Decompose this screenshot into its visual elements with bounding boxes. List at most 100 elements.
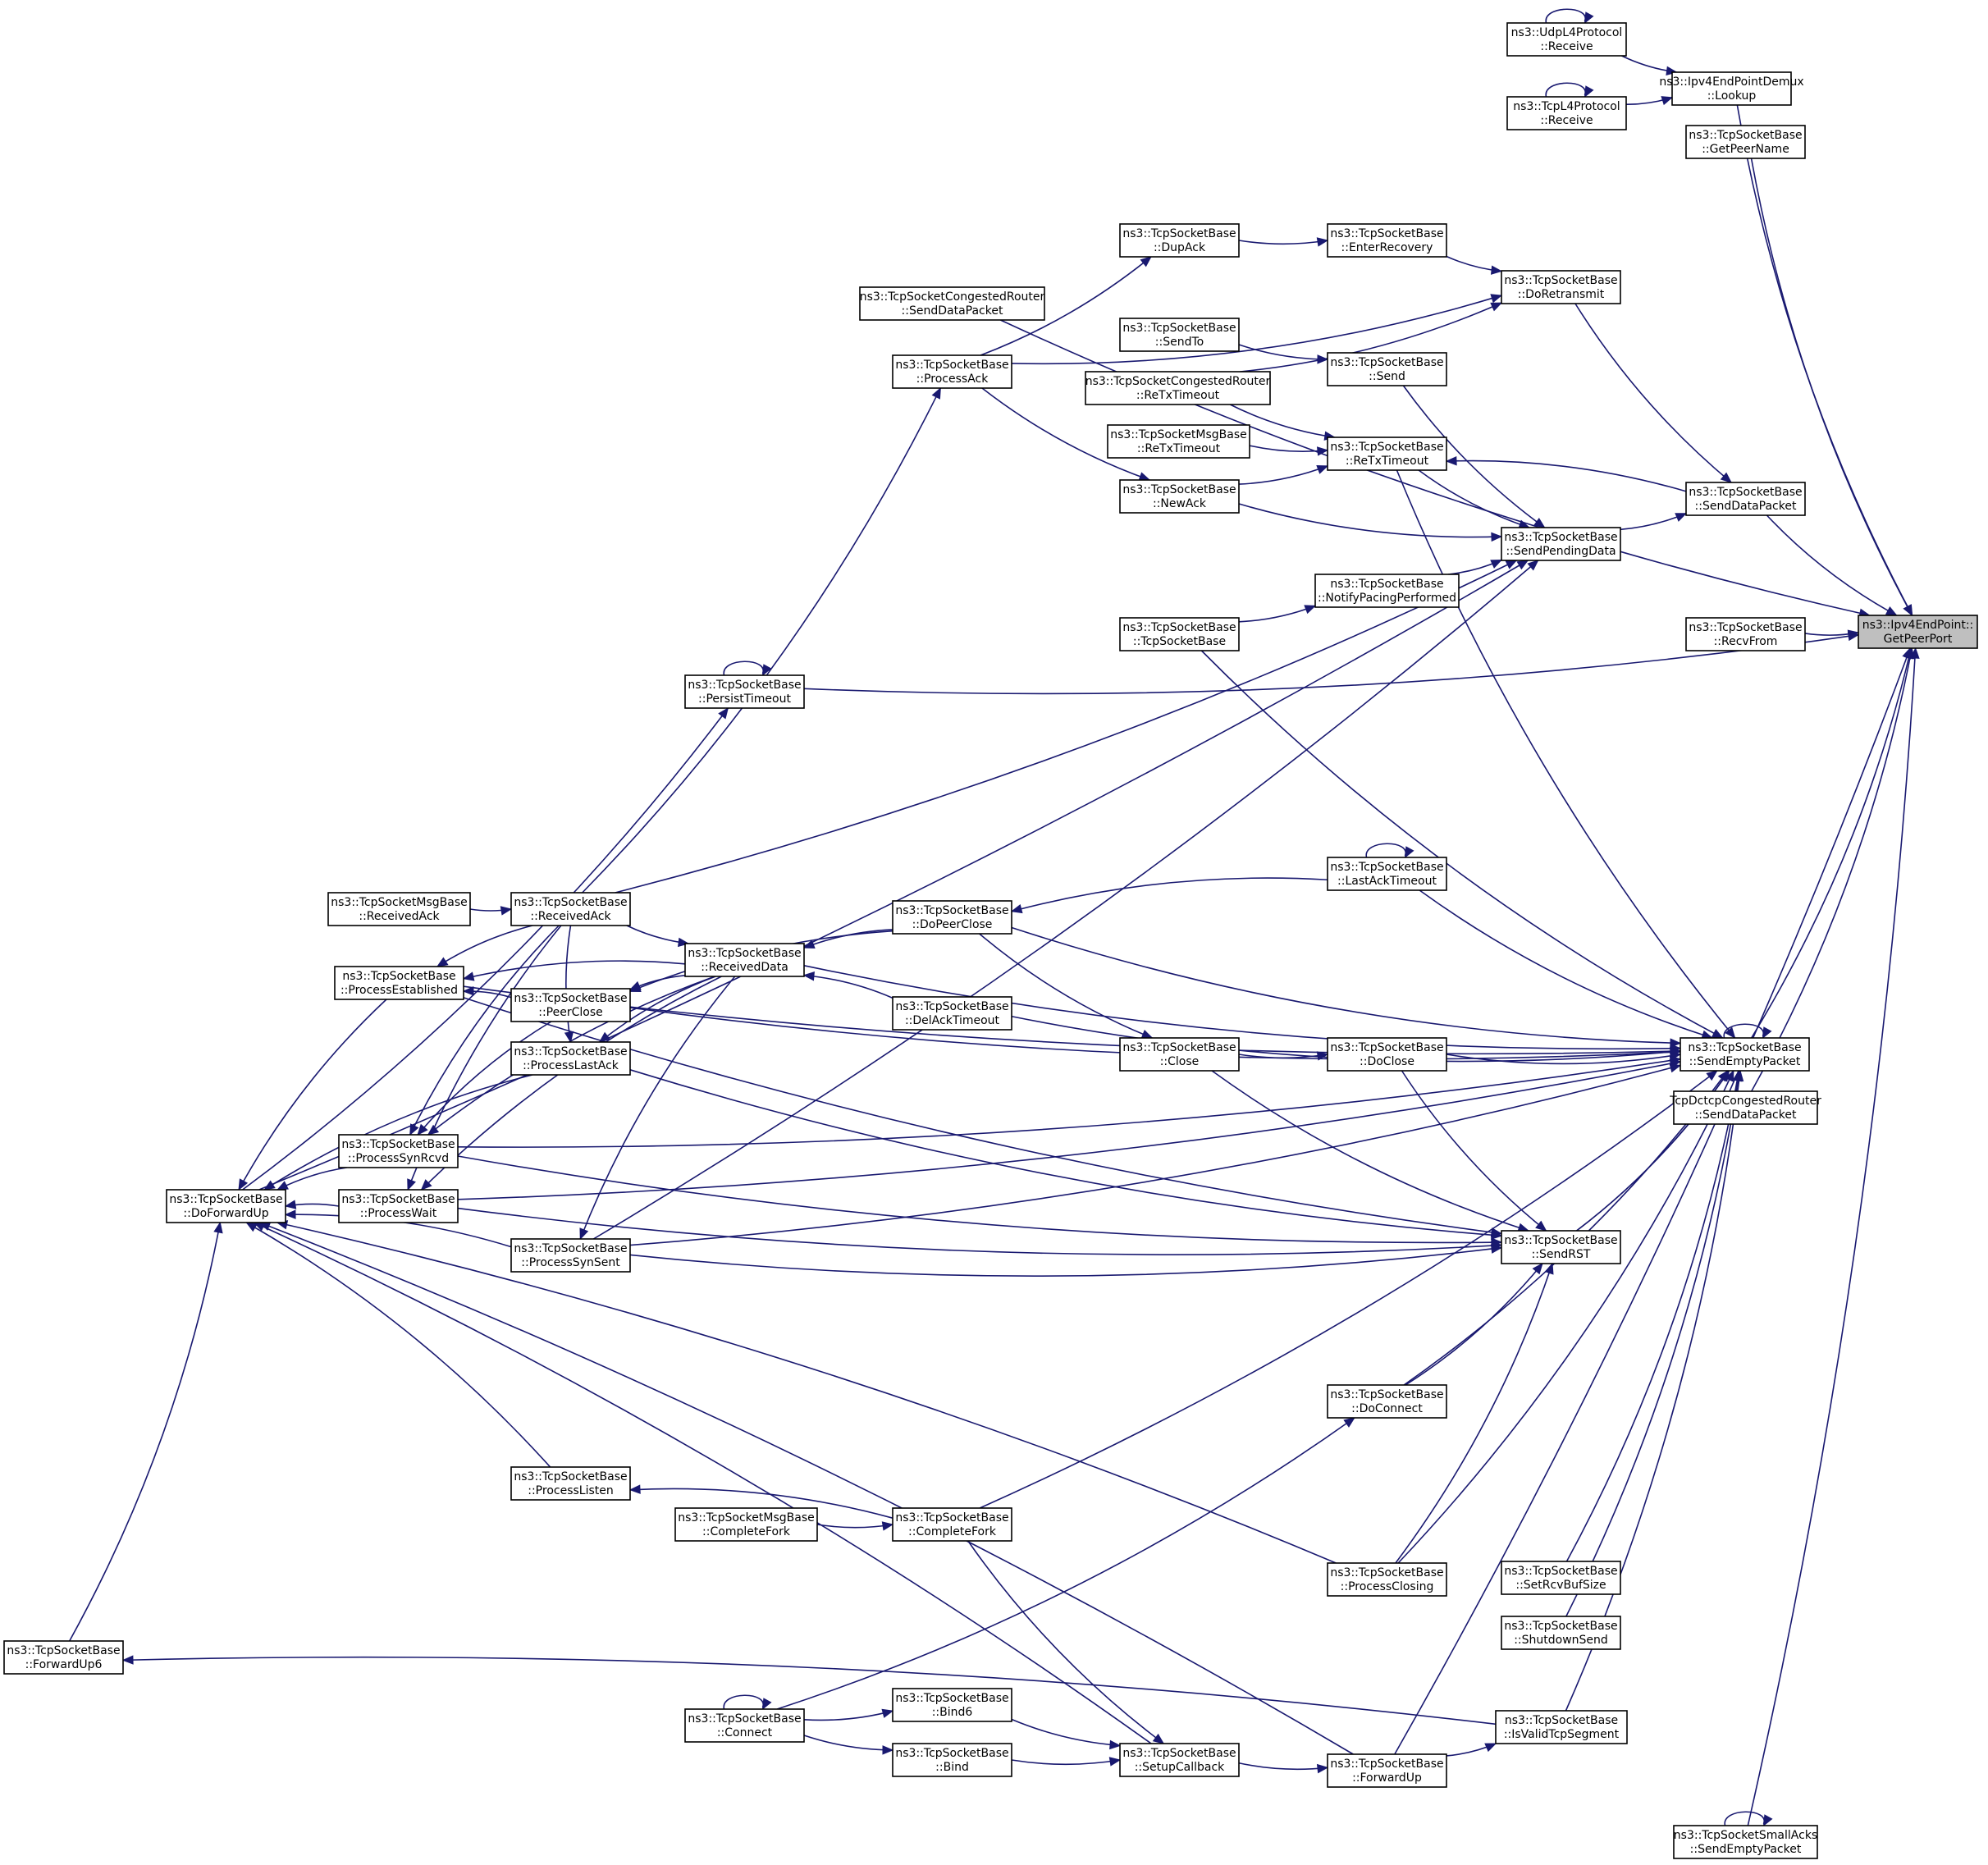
- node-label-line2: ::ForwardUp: [1352, 1771, 1422, 1785]
- node-getpeerport: ns3::Ipv4EndPoint::GetPeerPort: [1858, 615, 1978, 649]
- node-box: [166, 1189, 286, 1223]
- node-completefork[interactable]: ns3::TcpSocketBase::CompleteFork: [892, 1507, 1012, 1542]
- edge-lastacktimeout-to-lastacktimeout: [1365, 843, 1406, 858]
- node-processlisten[interactable]: ns3::TcpSocketBase::ProcessListen: [510, 1466, 631, 1501]
- edge-receiveddata-to-processsynrcvd-arrowhead: [427, 1124, 440, 1136]
- node-doconnect[interactable]: ns3::TcpSocketBase::DoConnect: [1327, 1384, 1447, 1419]
- edge-dopeerclose-to-close: [979, 933, 1153, 1039]
- node-cr-senddatapacket[interactable]: ns3::TcpSocketCongestedRouter::SendDataP…: [859, 286, 1045, 321]
- node-label-line1: ns3::TcpSocketBase: [1504, 1620, 1617, 1633]
- node-enterrecovery[interactable]: ns3::TcpSocketBase::EnterRecovery: [1327, 223, 1447, 258]
- node-forwardup6[interactable]: ns3::TcpSocketBase::ForwardUp6: [3, 1640, 124, 1675]
- node-box: [1327, 1753, 1447, 1788]
- node-label-line2: ::SetupCallback: [1135, 1761, 1225, 1774]
- node-getpeername[interactable]: ns3::TcpSocketBase::GetPeerName: [1685, 125, 1806, 159]
- node-label-line2: ::SendDataPacket: [902, 304, 1003, 318]
- edge-persisttimeout-to-persisttimeout: [723, 661, 764, 676]
- edge-dopeerclose-to-sendemptypacket: [1011, 926, 1681, 1044]
- node-box: [892, 1743, 1012, 1777]
- node-processsynsent[interactable]: ns3::TcpSocketBase::ProcessSynSent: [510, 1238, 631, 1273]
- node-close[interactable]: ns3::TcpSocketBase::Close: [1119, 1037, 1240, 1072]
- node-dupack[interactable]: ns3::TcpSocketBase::DupAck: [1119, 223, 1240, 258]
- node-label-line1: ns3::TcpSocketBase: [7, 1644, 120, 1657]
- node-dctcp-senddatapacket[interactable]: TcpDctcpCongestedRouter::SendDataPacket: [1669, 1090, 1821, 1125]
- node-dopeerclose[interactable]: ns3::TcpSocketBase::DoPeerClose: [892, 900, 1012, 935]
- edge-dopeerclose-to-receiveddata-arrowhead: [802, 939, 816, 949]
- node-mb-completefork[interactable]: ns3::TcpSocketMsgBase::CompleteFork: [674, 1507, 818, 1542]
- edge-processsynsent-to-doforwardup-arrowhead: [284, 1209, 296, 1219]
- node-setrcvbufsize[interactable]: ns3::TcpSocketBase::SetRcvBufSize: [1501, 1561, 1621, 1595]
- node-doforwardup[interactable]: ns3::TcpSocketBase::DoForwardUp: [166, 1189, 286, 1223]
- node-cr-retxtimeout[interactable]: ns3::TcpSocketCongestedRouter::ReTxTimeo…: [1085, 371, 1271, 405]
- edge-connect-to-connect-arrowhead: [761, 1698, 772, 1711]
- node-processestablished[interactable]: ns3::TcpSocketBase::ProcessEstablished: [334, 966, 464, 1000]
- node-retxtimeout[interactable]: ns3::TcpSocketBase::ReTxTimeout: [1327, 437, 1447, 471]
- node-receiveddata[interactable]: ns3::TcpSocketBase::ReceivedData: [684, 943, 805, 977]
- node-send[interactable]: ns3::TcpSocketBase::Send: [1327, 352, 1447, 386]
- node-bind[interactable]: ns3::TcpSocketBase::Bind: [892, 1743, 1012, 1777]
- node-senddatapacket[interactable]: ns3::TcpSocketBase::SendDataPacket: [1685, 482, 1806, 516]
- node-label-line1: ns3::TcpSocketMsgBase: [678, 1511, 814, 1524]
- node-forwardup[interactable]: ns3::TcpSocketBase::ForwardUp: [1327, 1753, 1447, 1788]
- node-udp-receive[interactable]: ns3::UdpL4Protocol::Receive: [1506, 22, 1627, 57]
- node-receivedack[interactable]: ns3::TcpSocketBase::ReceivedAck: [510, 892, 631, 926]
- node-box: [892, 900, 1012, 935]
- node-sendemptypacket[interactable]: ns3::TcpSocketBase::SendEmptyPacket: [1680, 1037, 1810, 1072]
- edge-persisttimeout-to-getpeerport-arrowhead: [1847, 631, 1860, 642]
- node-bind6[interactable]: ns3::TcpSocketBase::Bind6: [892, 1688, 1012, 1722]
- node-label-line2: ::GetPeerName: [1702, 143, 1789, 156]
- node-processack[interactable]: ns3::TcpSocketBase::ProcessAck: [892, 354, 1012, 389]
- node-connect[interactable]: ns3::TcpSocketBase::Connect: [684, 1708, 805, 1743]
- node-doclose[interactable]: ns3::TcpSocketBase::DoClose: [1327, 1037, 1447, 1072]
- edge-delacktimeout-to-receiveddata: [803, 974, 893, 999]
- node-processwait[interactable]: ns3::TcpSocketBase::ProcessWait: [338, 1189, 459, 1223]
- node-peerclose[interactable]: ns3::TcpSocketBase::PeerClose: [510, 988, 631, 1022]
- node-label-line2: ::ReTxTimeout: [1136, 389, 1220, 402]
- node-processclosing[interactable]: ns3::TcpSocketBase::ProcessClosing: [1327, 1562, 1447, 1597]
- edge-completefork-to-processlisten-arrowhead: [628, 1484, 641, 1494]
- node-setupcallback[interactable]: ns3::TcpSocketBase::SetupCallback: [1119, 1743, 1240, 1777]
- edge-enterrecovery-to-doretransmit-arrowhead: [1490, 265, 1503, 275]
- node-mb-receivedack[interactable]: ns3::TcpSocketMsgBase::ReceivedAck: [327, 892, 471, 926]
- node-lookup[interactable]: ns3::Ipv4EndPointDemux::Lookup: [1659, 71, 1804, 106]
- node-box: [1685, 617, 1806, 651]
- node-newack[interactable]: ns3::TcpSocketBase::NewAck: [1119, 479, 1240, 514]
- edge-retxtimeout-to-sendpendingdata: [1418, 469, 1530, 528]
- node-processsynrcvd[interactable]: ns3::TcpSocketBase::ProcessSynRcvd: [338, 1134, 459, 1168]
- node-lastacktimeout[interactable]: ns3::TcpSocketBase::LastAckTimeout: [1327, 857, 1447, 891]
- node-label-line2: ::SendEmptyPacket: [1689, 1055, 1801, 1068]
- node-sendrst[interactable]: ns3::TcpSocketBase::SendRST: [1501, 1230, 1621, 1264]
- node-label-line1: ns3::TcpSocketSmallAcks: [1674, 1829, 1817, 1842]
- node-label-line2: ::SendTo: [1155, 336, 1204, 349]
- edge-processestablished-to-sendemptypacket: [463, 985, 1681, 1055]
- edge-bind-to-setupcallback: [1011, 1759, 1121, 1766]
- node-label-line1: ns3::TcpSocketBase: [688, 1712, 801, 1726]
- node-sendto[interactable]: ns3::TcpSocketBase::SendTo: [1119, 318, 1240, 352]
- node-persisttimeout[interactable]: ns3::TcpSocketBase::PersistTimeout: [684, 674, 805, 709]
- node-sendpendingdata[interactable]: ns3::TcpSocketBase::SendPendingData: [1501, 527, 1621, 561]
- node-tcp-receive[interactable]: ns3::TcpL4Protocol::Receive: [1506, 96, 1627, 130]
- node-label-line2: ::SendDataPacket: [1695, 1108, 1797, 1122]
- node-tcpsocketbase[interactable]: ns3::TcpSocketBase::TcpSocketBase: [1119, 617, 1240, 651]
- node-smallacks-sendemptypacket[interactable]: ns3::TcpSocketSmallAcks::SendEmptyPacket: [1673, 1825, 1818, 1859]
- node-recvfrom[interactable]: ns3::TcpSocketBase::RecvFrom: [1685, 617, 1806, 651]
- node-label-line2: ::DoConnect: [1351, 1402, 1423, 1415]
- node-isvalidtcpsegment[interactable]: ns3::TcpSocketBase::IsValidTcpSegment: [1495, 1710, 1628, 1744]
- edge-doconnect-to-sendrst: [1405, 1263, 1543, 1386]
- node-label-line2: ::SendDataPacket: [1695, 500, 1797, 513]
- node-doretransmit[interactable]: ns3::TcpSocketBase::DoRetransmit: [1501, 270, 1621, 304]
- node-mb-retxtimeout[interactable]: ns3::TcpSocketMsgBase::ReTxTimeout: [1107, 424, 1250, 459]
- node-label-line1: ns3::TcpSocketBase: [1330, 1758, 1443, 1771]
- edge-receivedack-to-processestablished: [436, 925, 533, 967]
- node-label-line2: ::IsValidTcpSegment: [1504, 1728, 1620, 1741]
- edge-connect-to-bind-arrowhead: [882, 1745, 894, 1755]
- node-processlastack[interactable]: ns3::TcpSocketBase::ProcessLastAck: [510, 1041, 631, 1076]
- node-delacktimeout[interactable]: ns3::TcpSocketBase::DelAckTimeout: [892, 996, 1012, 1031]
- node-notifypacing[interactable]: ns3::TcpSocketBase::NotifyPacingPerforme…: [1314, 574, 1460, 608]
- edge-forwardup6-to-doforwardup: [68, 1222, 222, 1642]
- node-label-line1: ns3::TcpSocketBase: [169, 1193, 282, 1206]
- node-shutdownsend[interactable]: ns3::TcpSocketBase::ShutdownSend: [1501, 1616, 1621, 1650]
- edge-connect-to-bind6: [803, 1710, 893, 1721]
- edge-doclose-to-sendrst: [1401, 1070, 1547, 1232]
- node-label-line2: ::ProcessSynSent: [521, 1256, 620, 1269]
